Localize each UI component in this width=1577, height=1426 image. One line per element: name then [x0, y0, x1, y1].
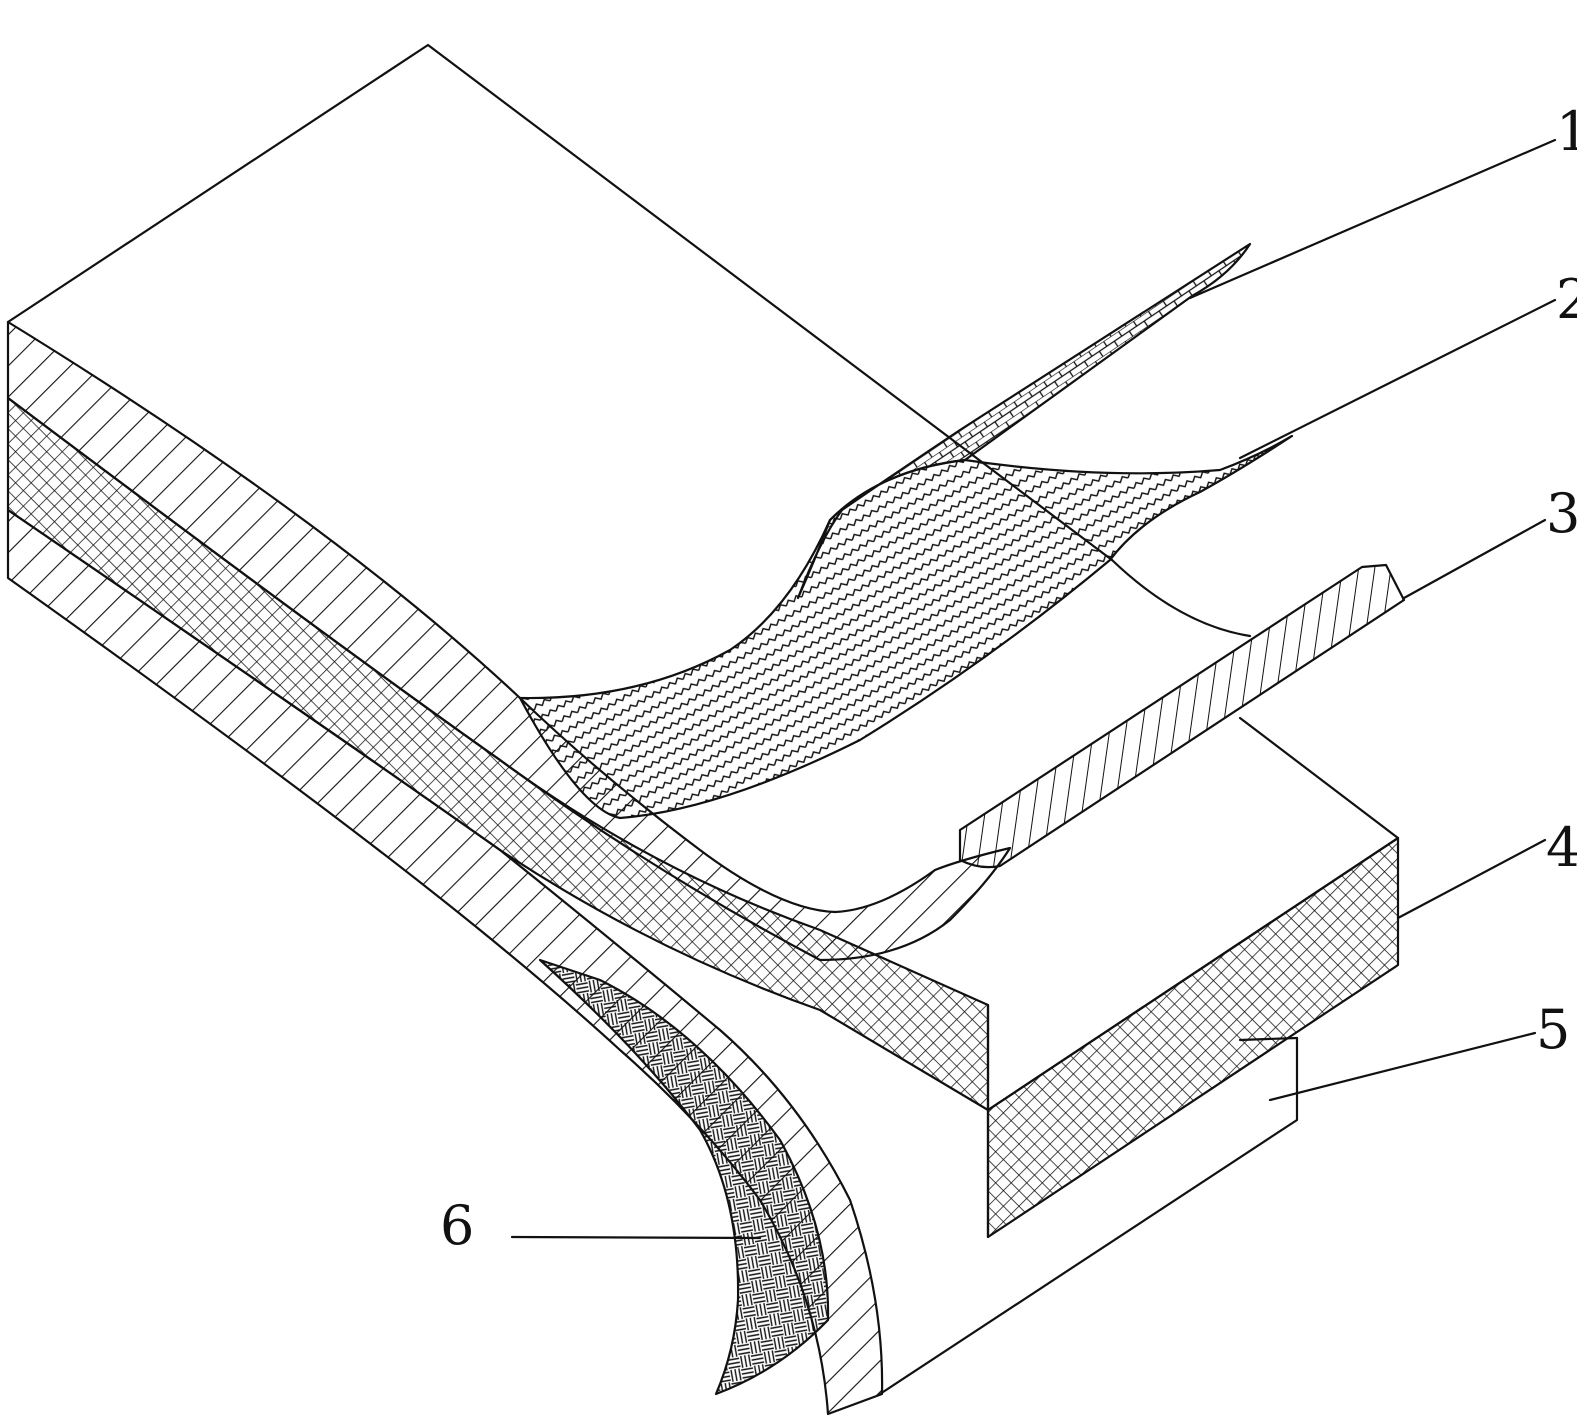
callout-3: 3 — [1546, 482, 1577, 545]
lower-diagonal-hatch-layer — [6, 508, 884, 1416]
leader-1 — [1188, 138, 1557, 300]
layer-5-bottom-sheet — [878, 1036, 1299, 1396]
layer-1-brick-hatch — [796, 242, 1252, 600]
callout-2: 2 — [1556, 268, 1577, 331]
leader-3 — [1402, 518, 1547, 600]
callout-1: 1 — [1556, 100, 1577, 163]
callout-4: 4 — [1546, 816, 1577, 879]
leader-5 — [1268, 1031, 1537, 1102]
leader-2 — [1238, 298, 1557, 460]
callout-labels: 1 2 3 4 5 6 — [440, 100, 1577, 1257]
leader-6 — [510, 1235, 762, 1240]
layer-2-wave-hatch — [518, 434, 1294, 820]
leader-4 — [1396, 838, 1547, 920]
layer-6-weave-hatch — [538, 958, 830, 1396]
callout-6: 6 — [440, 1194, 474, 1257]
layer-3-vertical-hatch — [958, 563, 1406, 869]
leader-lines — [510, 138, 1557, 1240]
callout-5: 5 — [1536, 998, 1570, 1061]
